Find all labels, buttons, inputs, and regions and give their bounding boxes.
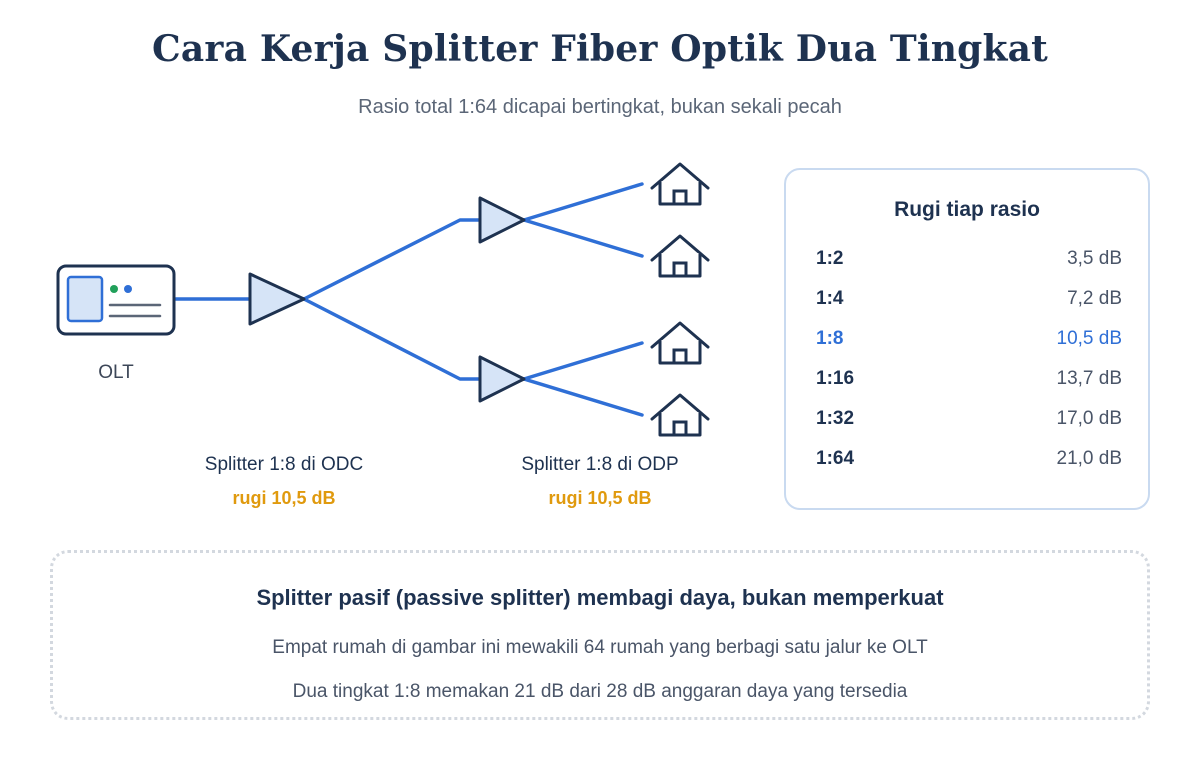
ratio-label: 1:8 [816, 328, 844, 349]
olt-label: OLT [98, 362, 134, 383]
olt-device-icon [56, 264, 176, 336]
loss-value: 17,0 dB [1056, 408, 1123, 429]
loss-value: 10,5 dB [1056, 328, 1123, 349]
loss-table-title: Rugi tiap rasio [894, 198, 1040, 221]
fiber-odp-top-to-home-2 [522, 218, 644, 258]
note-line-2: Dua tingkat 1:8 memakan 21 dB dari 28 dB… [292, 681, 908, 702]
house-icon [650, 234, 710, 278]
splitter-odp-top-icon [478, 196, 526, 244]
fiber-odp-top-to-home-1 [522, 182, 644, 222]
splitter-odc-loss: rugi 10,5 dB [232, 488, 336, 508]
splitter-odp-name: Splitter 1:8 di ODP [521, 454, 679, 475]
loss-row: 1:32 17,0 dB [816, 408, 1122, 434]
ratio-label: 1:32 [816, 408, 855, 429]
ratio-label: 1:4 [816, 288, 844, 309]
fiber-lines [174, 182, 644, 417]
fiber-odp-bottom-to-home-3 [522, 341, 644, 381]
loss-value: 3,5 dB [1067, 248, 1122, 269]
loss-value: 13,7 dB [1056, 368, 1123, 389]
ratio-label: 1:16 [816, 368, 855, 389]
house-icon [650, 393, 710, 437]
house-icon [650, 321, 710, 365]
loss-row: 1:2 3,5 dB [816, 248, 1122, 274]
loss-row-highlight: 1:8 10,5 dB [816, 328, 1122, 354]
fiber-odp-bottom-to-home-4 [522, 377, 644, 417]
splitter-odp-loss: rugi 10,5 dB [548, 488, 652, 508]
page-title: Cara Kerja Splitter Fiber Optik Dua Ting… [152, 28, 1048, 70]
fiber-odc-to-odp-bottom [302, 297, 484, 381]
ratio-label: 1:64 [816, 448, 855, 469]
fiber-odc-to-odp-top [302, 218, 484, 301]
loss-value: 7,2 dB [1067, 288, 1122, 309]
loss-row: 1:16 13,7 dB [816, 368, 1122, 394]
page-subtitle: Rasio total 1:64 dicapai bertingkat, buk… [358, 96, 842, 118]
splitter-odc-name: Splitter 1:8 di ODC [204, 454, 364, 475]
house-icon [650, 162, 710, 206]
note-box: Splitter pasif (passive splitter) membag… [50, 550, 1150, 720]
loss-value: 21,0 dB [1056, 448, 1123, 469]
note-line-1: Empat rumah di gambar ini mewakili 64 ru… [272, 637, 928, 658]
note-title: Splitter pasif (passive splitter) membag… [256, 585, 944, 610]
splitter-odp-bottom-icon [478, 355, 526, 403]
splitter-odc-icon [248, 272, 306, 326]
ratio-label: 1:2 [816, 248, 844, 269]
loss-row: 1:4 7,2 dB [816, 288, 1122, 314]
loss-row: 1:64 21,0 dB [816, 448, 1122, 474]
loss-table-panel: Rugi tiap rasio 1:2 3,5 dB 1:4 7,2 dB 1:… [784, 168, 1150, 510]
